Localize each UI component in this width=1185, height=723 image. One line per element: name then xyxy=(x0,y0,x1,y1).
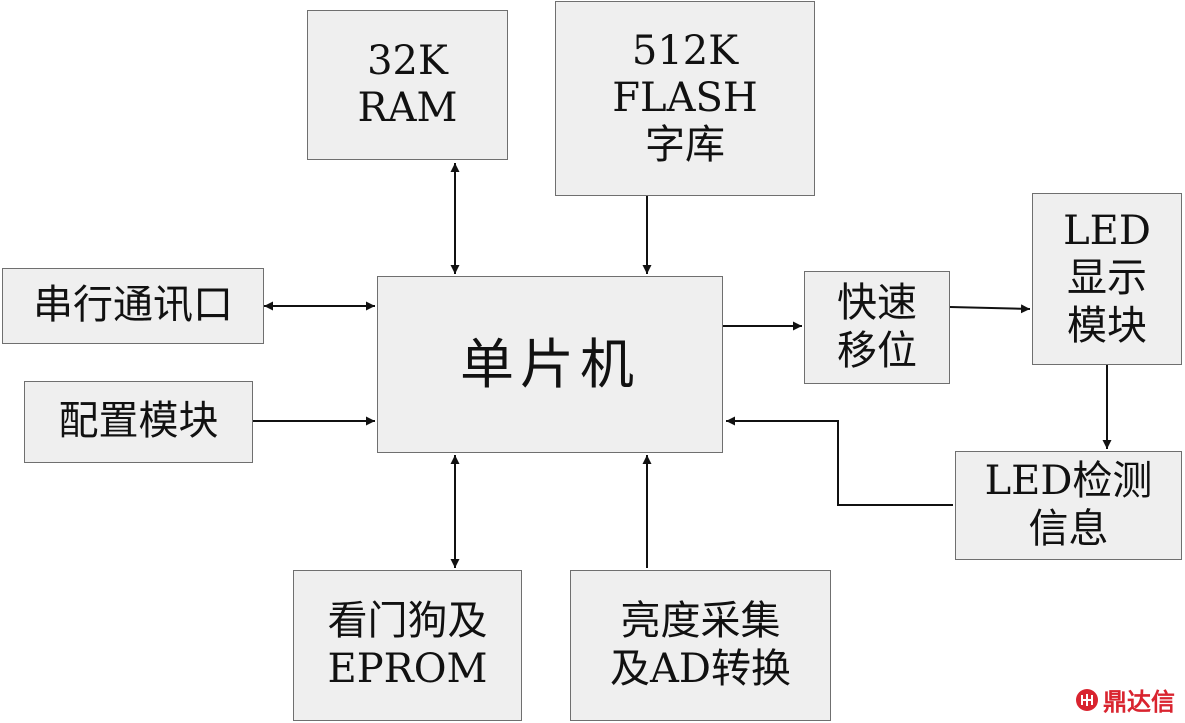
led-detect-box: LED检测 信息 xyxy=(955,451,1182,560)
flash-line-2: FLASH xyxy=(612,74,758,121)
watchdog-line-1: 看门狗及 xyxy=(327,598,488,645)
config-module-label: 配置模块 xyxy=(58,398,219,445)
brightness-line-1: 亮度采集 xyxy=(620,598,781,645)
watermark-text: 鼎达信 xyxy=(1103,688,1175,716)
serial-port-box: 串行通讯口 xyxy=(2,268,264,344)
shift-led-display-arrow xyxy=(949,304,1031,314)
fast-shift-line-2: 移位 xyxy=(837,327,917,374)
brightness-line-2: 及AD转换 xyxy=(610,645,791,692)
led-display-line-1: LED xyxy=(1063,208,1151,255)
flash-line-1: 512K xyxy=(631,27,739,74)
mcu-box: 单片机 xyxy=(377,276,723,453)
flash-box: 512K FLASH 字库 xyxy=(555,1,815,196)
led-display-box: LED 显示 模块 xyxy=(1032,193,1182,365)
mcu-label: 单片机 xyxy=(460,332,640,396)
watchdog-eprom-box: 看门狗及 EPROM xyxy=(293,570,522,721)
led-display-line-2: 显示 xyxy=(1067,255,1147,302)
serial-port-label: 串行通讯口 xyxy=(33,282,233,329)
ram-line-1: 32K xyxy=(367,37,448,84)
fast-shift-line-1: 快速 xyxy=(837,280,917,327)
watermark: 鼎达信 xyxy=(1075,682,1175,717)
flash-line-3: 字库 xyxy=(645,122,725,169)
led-display-line-3: 模块 xyxy=(1067,302,1147,349)
led-detect-mcu-arrow xyxy=(726,416,953,506)
config-module-box: 配置模块 xyxy=(24,381,253,463)
led-detect-line-1: LED检测 xyxy=(984,458,1153,505)
watchdog-line-2: EPROM xyxy=(327,645,488,692)
fast-shift-box: 快速 移位 xyxy=(804,271,950,384)
ram-box: 32K RAM xyxy=(307,10,508,160)
ram-line-2: RAM xyxy=(357,85,458,131)
dingdaxin-logo-icon xyxy=(1076,688,1098,711)
brightness-ad-box: 亮度采集 及AD转换 xyxy=(570,570,831,721)
led-detect-line-2: 信息 xyxy=(1028,505,1109,552)
